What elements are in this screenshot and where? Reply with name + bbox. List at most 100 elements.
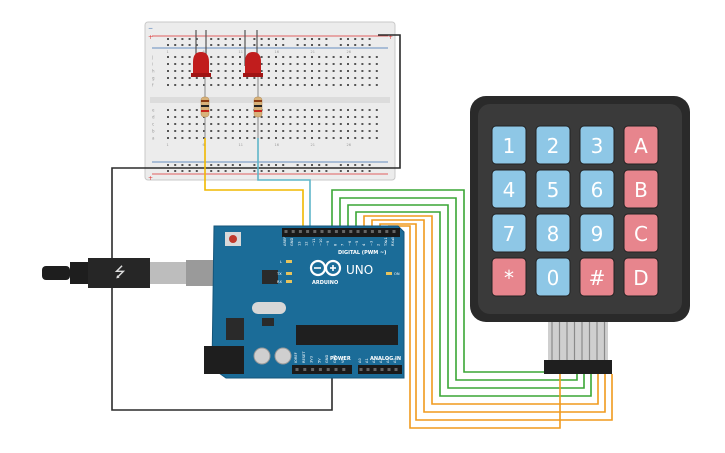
col-label: 26 <box>347 143 351 147</box>
row-label: i <box>152 62 153 67</box>
keypad-key-5[interactable]: 5 <box>535 169 571 209</box>
keypad-key-4[interactable]: 4 <box>491 169 527 209</box>
svg-text:3: 3 <box>591 134 604 158</box>
breadboard-holes <box>167 38 378 172</box>
row-label: f <box>152 83 154 88</box>
crystal-oscillator <box>252 302 286 314</box>
power-pin-label: IOREF <box>294 352 298 363</box>
usb-icon: ⭍ <box>114 265 126 281</box>
col-label: 26 <box>347 50 351 54</box>
col-label: 11 <box>239 50 243 54</box>
keypad-key-D[interactable]: D <box>623 257 659 297</box>
col-label: 1 <box>167 143 169 147</box>
analog-pin-label: A3 <box>379 358 383 363</box>
voltage-regulator <box>226 318 244 340</box>
digital-pin-label: 8 <box>333 243 337 246</box>
svg-text:D: D <box>633 266 648 290</box>
analog-pin-label: A2 <box>372 358 376 363</box>
svg-text:#: # <box>589 266 606 290</box>
keypad-wire-4 <box>355 211 592 397</box>
keypad-wire-2 <box>339 197 578 381</box>
digital-label: DIGITAL (PWM ~) <box>338 250 386 256</box>
usb-cable[interactable]: ⭍ <box>42 258 214 288</box>
svg-text:7: 7 <box>503 222 516 246</box>
digital-pin-label: ~5 <box>355 241 359 246</box>
svg-text:8: 8 <box>547 222 560 246</box>
keypad-wire-6 <box>371 219 606 413</box>
digital-pin-label: RX◂0 <box>391 236 395 246</box>
svg-text:2: 2 <box>547 134 560 158</box>
keypad-key-0[interactable]: 0 <box>535 257 571 297</box>
digital-pin-label: 2 <box>377 244 381 246</box>
keypad-key-1[interactable]: 1 <box>491 125 527 165</box>
usb-chip <box>262 270 278 284</box>
led-l-label: L <box>280 260 282 264</box>
power-pin-label: 5V <box>317 358 321 363</box>
analog-pin-label: A5 <box>393 358 397 363</box>
keypad-key-hash[interactable]: # <box>579 257 615 297</box>
resistor-1[interactable] <box>200 77 210 138</box>
col-label: 16 <box>275 50 279 54</box>
led-2[interactable] <box>243 30 263 77</box>
keypad-key-7[interactable]: 7 <box>491 213 527 253</box>
keypad-key-8[interactable]: 8 <box>535 213 571 253</box>
led2-signal-wire <box>257 138 311 226</box>
digital-pin-label: 4 <box>362 243 366 246</box>
svg-text:*: * <box>504 266 514 290</box>
keypad-key-9[interactable]: 9 <box>579 213 615 253</box>
row-label: d <box>152 115 155 120</box>
led-tx-label: TX <box>276 272 282 276</box>
svg-text:0: 0 <box>547 266 560 290</box>
svg-text:9: 9 <box>591 222 604 246</box>
row-label: h <box>152 69 155 74</box>
model-label: UNO <box>346 263 373 277</box>
row-label: j <box>151 55 153 60</box>
rail-minus-label-left: − <box>148 25 153 32</box>
resistor-2[interactable] <box>253 77 263 138</box>
keypad-key-star[interactable]: * <box>491 257 527 297</box>
keypad-key-6[interactable]: 6 <box>579 169 615 209</box>
analog-pin-label: A1 <box>365 358 369 363</box>
digital-pin-label: ~9 <box>326 240 330 246</box>
keypad-wire-5 <box>363 215 599 405</box>
svg-text:B: B <box>634 178 648 202</box>
svg-text:1: 1 <box>503 134 516 158</box>
svg-text:4: 4 <box>503 178 516 202</box>
rail-plus-label-left: + <box>148 34 153 41</box>
power-pin-label: 3V3 <box>310 356 314 363</box>
digital-pin-label: 13 <box>297 241 301 246</box>
center-channel <box>150 97 390 103</box>
wires <box>111 34 613 429</box>
arduino-uno[interactable]: L TX RX ON ARDUINO UNO DIGITAL (PWM ~) P… <box>204 225 405 379</box>
keypad-key-B[interactable]: B <box>623 169 659 209</box>
row-label: g <box>152 76 155 81</box>
analog-header <box>358 365 402 374</box>
keypad-key-C[interactable]: C <box>623 213 659 253</box>
col-label: 11 <box>239 143 243 147</box>
power-pin-label: GND <box>333 355 337 363</box>
keypad-key-3[interactable]: 3 <box>579 125 615 165</box>
keypad-ribbon <box>544 322 612 374</box>
rail-plus-label-right: + <box>388 34 393 41</box>
power-jack[interactable] <box>204 346 244 374</box>
keypad-key-A[interactable]: A <box>623 125 659 165</box>
led-1[interactable] <box>191 30 211 77</box>
col-label: 6 <box>203 50 205 54</box>
power-header <box>292 365 352 374</box>
power-pin-label: RESET <box>302 351 306 363</box>
row-label: b <box>152 129 155 134</box>
digital-pin-label: AREF <box>283 237 287 246</box>
keypad-key-2[interactable]: 2 <box>535 125 571 165</box>
led-tx-indicator <box>286 272 292 275</box>
keypad-connector <box>544 360 612 374</box>
svg-text:A: A <box>634 134 648 158</box>
col-label: 21 <box>311 50 315 54</box>
keypad-wire-8 <box>388 225 561 429</box>
